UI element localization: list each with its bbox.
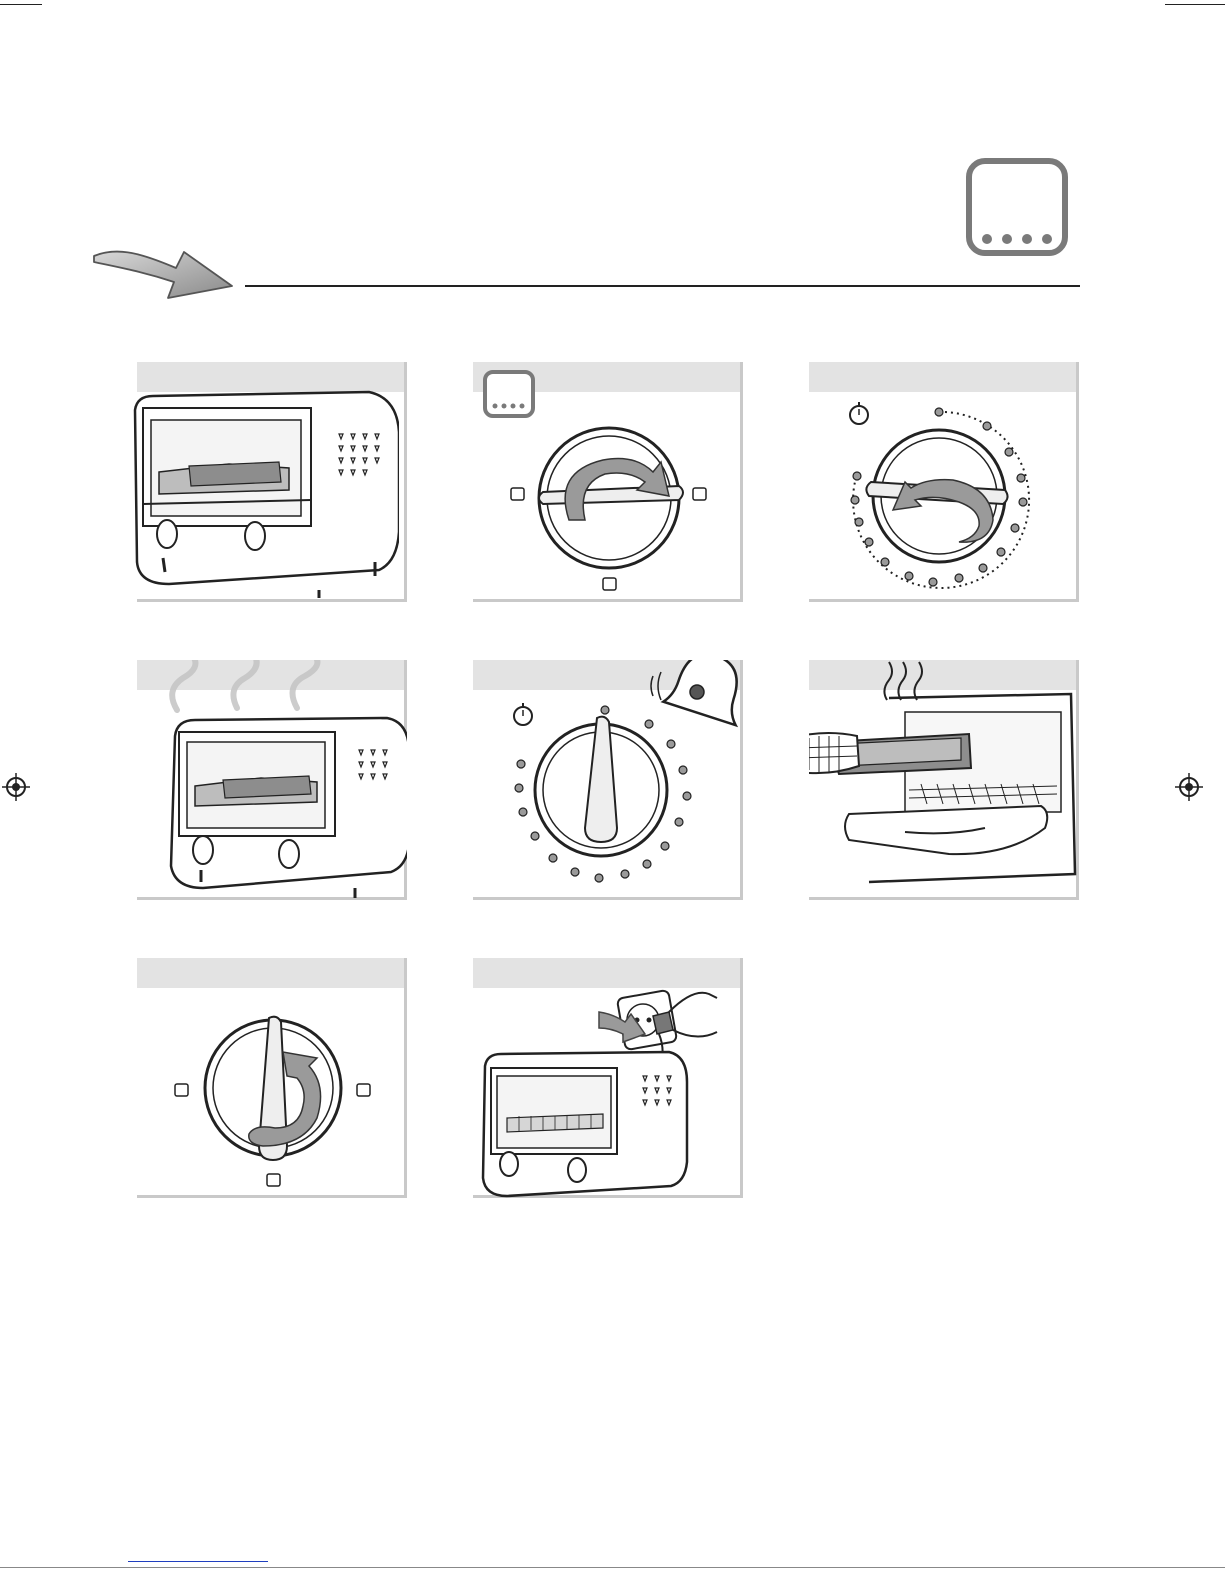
function-knob-turn-icon bbox=[473, 362, 743, 602]
header-rule bbox=[245, 285, 1080, 287]
step-panel-2 bbox=[473, 362, 743, 602]
step-panel-4 bbox=[137, 660, 407, 900]
footer-link-underline bbox=[128, 1561, 268, 1562]
right-arrow-icon bbox=[88, 232, 238, 304]
program-indicator-icon bbox=[965, 157, 1069, 257]
timer-knob-turn-icon bbox=[809, 362, 1079, 602]
crop-mark-top-left bbox=[0, 4, 42, 5]
toaster-oven-with-tray-icon bbox=[129, 362, 399, 602]
remove-tray-with-mitt-icon bbox=[809, 660, 1079, 900]
step-panel-5 bbox=[473, 660, 743, 900]
timer-bell-icon bbox=[473, 660, 743, 900]
crop-mark-bottom bbox=[0, 1567, 1225, 1568]
registration-mark-left bbox=[2, 773, 30, 801]
step-panel-3 bbox=[809, 362, 1079, 602]
registration-mark-right bbox=[1175, 773, 1203, 801]
step-panel-8 bbox=[473, 958, 743, 1198]
crop-mark-top-right bbox=[1165, 4, 1225, 5]
step-panel-6 bbox=[809, 660, 1079, 900]
function-knob-off-icon bbox=[137, 958, 407, 1198]
step-panel-7 bbox=[137, 958, 407, 1198]
step-panel-1 bbox=[137, 362, 407, 602]
unplug-oven-icon bbox=[473, 958, 743, 1198]
preheating-oven-steam-icon bbox=[137, 660, 407, 900]
